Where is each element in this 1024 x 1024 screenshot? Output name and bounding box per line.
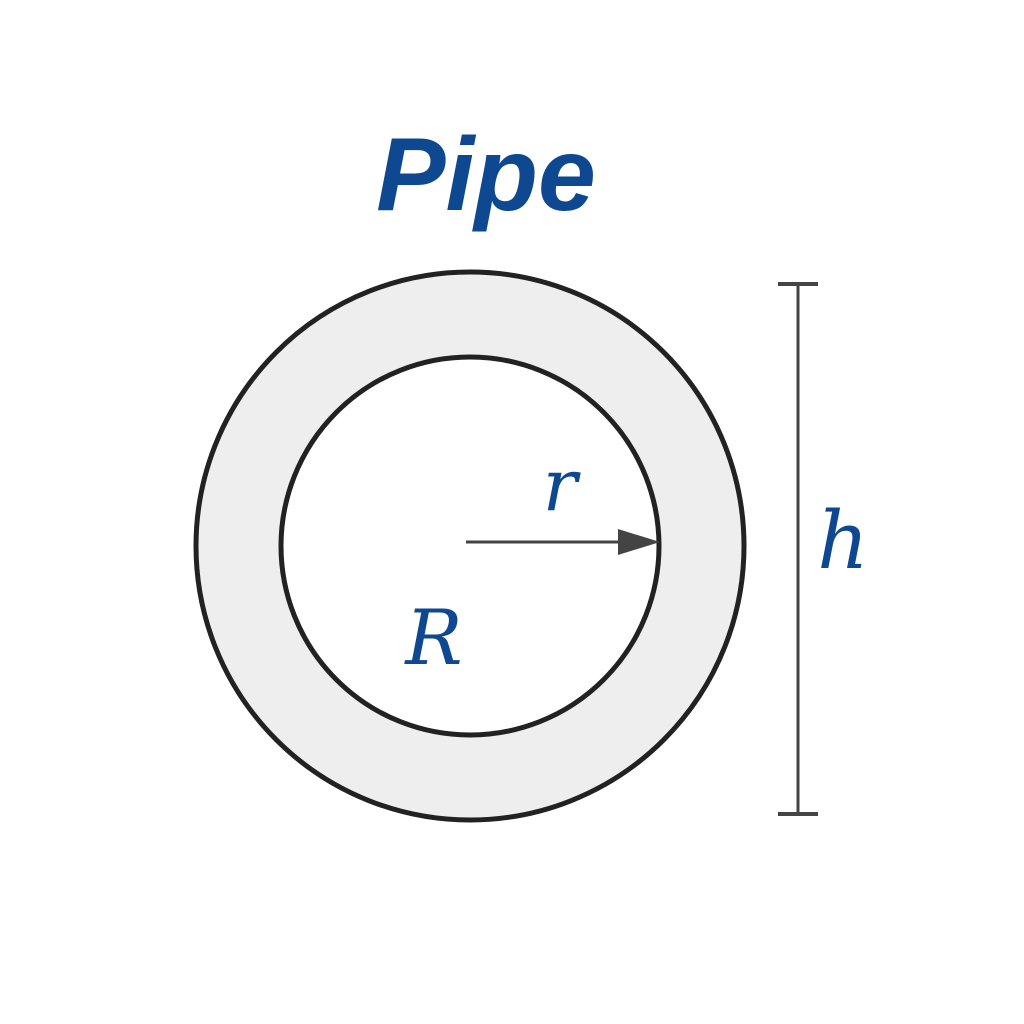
inner-radius-label: r — [543, 443, 581, 527]
outer-radius-label: R — [403, 593, 462, 682]
height-dimension — [778, 282, 818, 816]
diagram-title: Pipe — [376, 117, 596, 233]
height-label: h — [817, 494, 869, 587]
radius-arrow — [466, 529, 660, 555]
inner-circle — [278, 354, 662, 738]
arrow-right-icon — [618, 529, 660, 555]
